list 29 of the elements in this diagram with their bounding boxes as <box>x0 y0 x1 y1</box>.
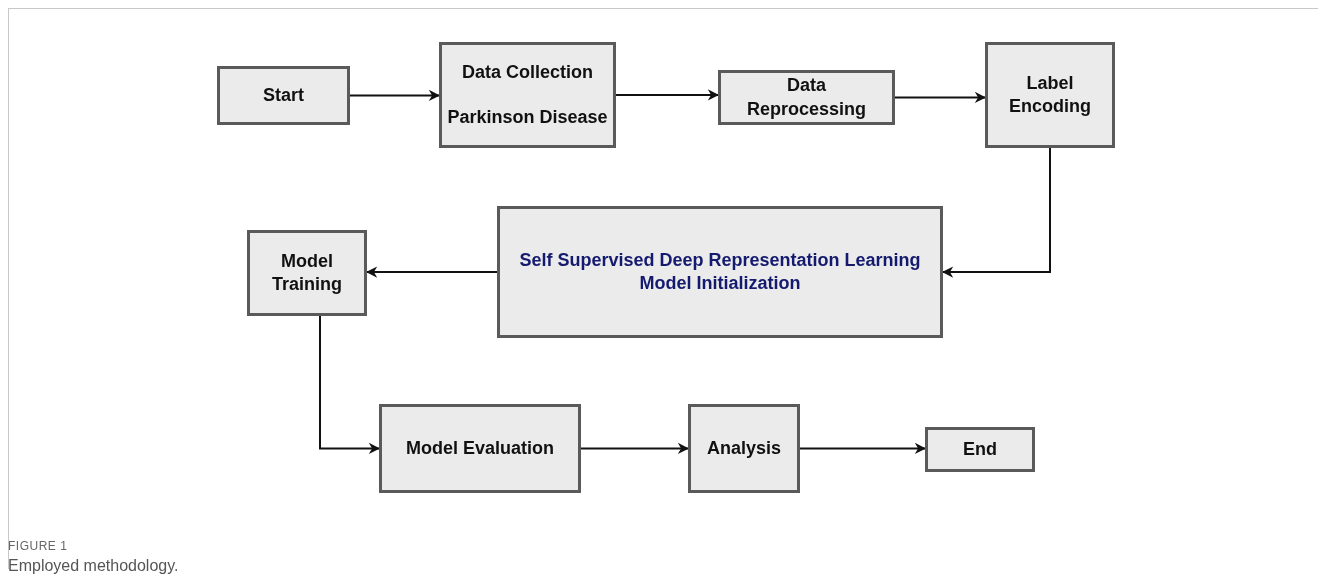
node-label: Data Reprocessing <box>745 74 867 121</box>
process-box <box>925 427 1035 472</box>
process-box <box>217 66 350 125</box>
arrow <box>942 147 1051 278</box>
process-box <box>985 42 1115 148</box>
arrow <box>349 89 440 102</box>
node-label: Data Collection <box>462 60 593 84</box>
node-label: End <box>963 437 997 461</box>
arrow <box>615 89 719 101</box>
node-label: Analysis <box>706 436 781 460</box>
process-box <box>247 230 367 316</box>
node-label: Model Training <box>271 249 343 296</box>
arrow <box>799 442 926 455</box>
node-label: Label Encoding <box>1008 71 1092 118</box>
arrow <box>366 266 498 278</box>
arrow <box>894 91 986 104</box>
process-box <box>497 206 943 338</box>
process-box <box>688 404 800 493</box>
figure-number: FIGURE 1 <box>8 539 68 553</box>
process-box <box>439 42 616 148</box>
node-label: Self Supervised Deep Representation Learning Model Initialization <box>518 248 922 295</box>
node-label: Parkinson Disease <box>447 106 608 129</box>
arrow <box>580 442 689 455</box>
process-box <box>718 70 895 125</box>
process-box <box>379 404 581 493</box>
figure-caption: Employed methodology. <box>8 557 179 575</box>
node-label: Start <box>263 83 304 107</box>
arrow <box>319 315 380 455</box>
node-label: Model Evaluation <box>406 436 554 460</box>
